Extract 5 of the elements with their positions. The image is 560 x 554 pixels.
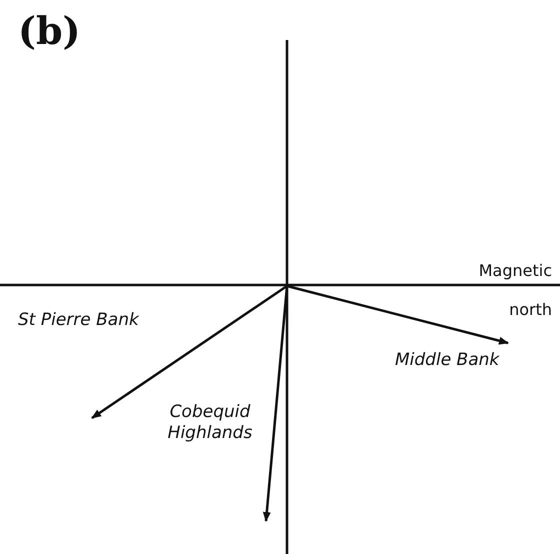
panel-label: (b) <box>18 8 81 53</box>
site-label: St Pierre Bank <box>18 310 139 330</box>
site-label: Cobequid Highlands <box>166 402 254 444</box>
axis-label: Magnetic north <box>478 260 552 321</box>
site-label: Middle Bank <box>395 350 500 370</box>
